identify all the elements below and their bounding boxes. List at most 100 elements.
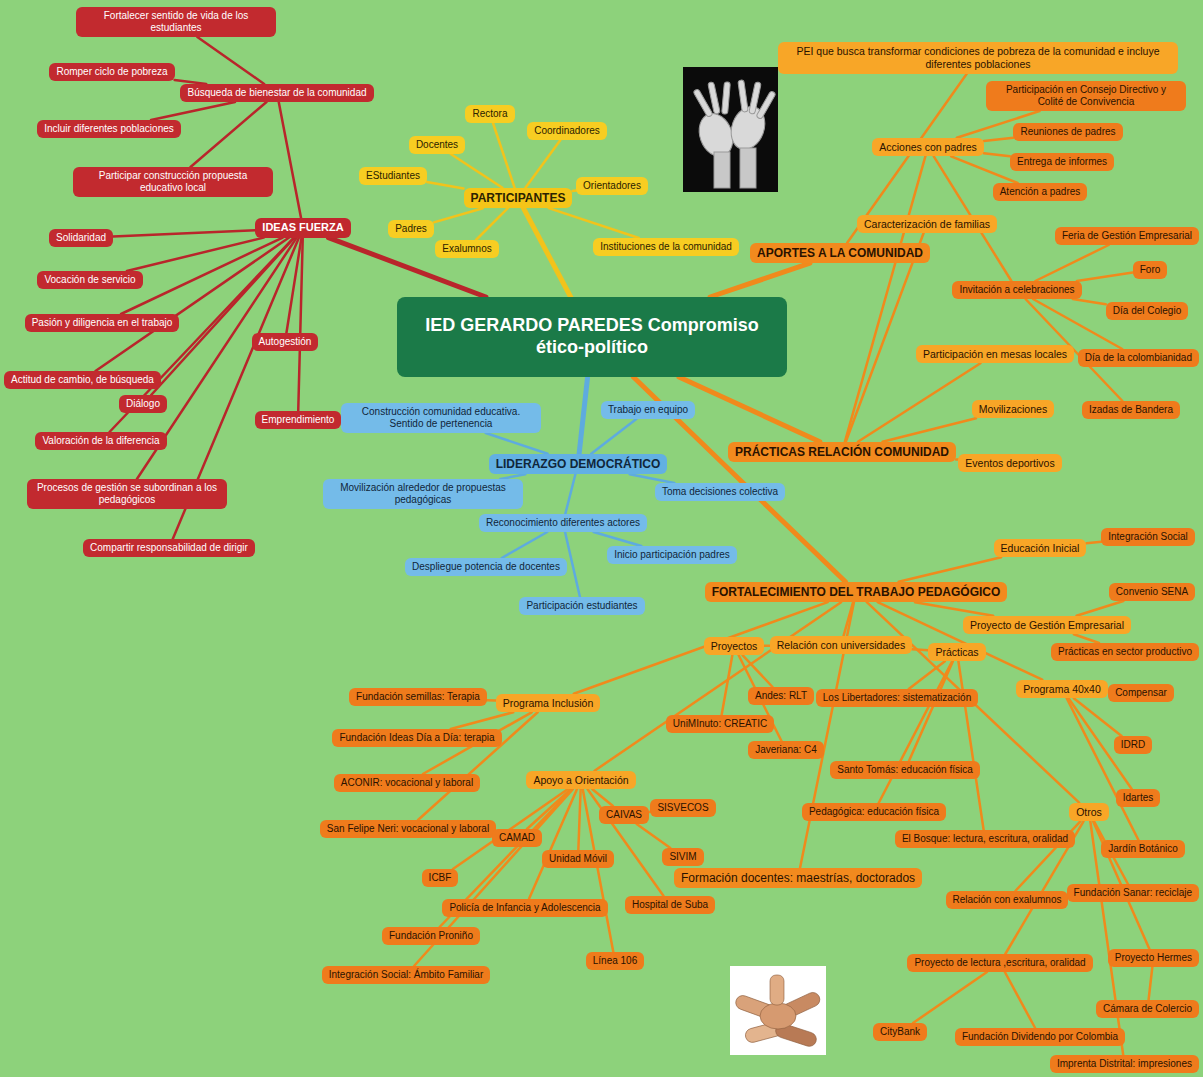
node-text: Reconocimiento diferentes actores xyxy=(486,517,640,529)
idea-box: Vocación de servicio xyxy=(37,271,142,289)
branch-connector xyxy=(1005,972,1035,1028)
node-text: PARTICIPANTES xyxy=(471,191,566,205)
branch-connector xyxy=(679,377,820,442)
node-text: Pedagógica: educación física xyxy=(809,806,939,818)
detail-box: Integración Social: Ámbito Familiar xyxy=(322,966,491,984)
finger xyxy=(738,80,748,113)
branch-connector xyxy=(549,208,639,238)
wrist xyxy=(714,152,730,188)
node-text: Compartir responsabilidad de dirigir xyxy=(90,542,248,554)
node-text: Padres xyxy=(395,223,427,235)
node-text: Relación con universidades xyxy=(777,639,905,652)
detail-box: Entrega de informes xyxy=(1010,153,1114,171)
subtopic-box: Programa Inclusión xyxy=(496,694,600,713)
branch-connector xyxy=(913,972,987,1023)
branch-connector xyxy=(984,153,1010,156)
branch-connector xyxy=(113,230,255,236)
subtopic-box: Formación docentes: maestrías, doctorado… xyxy=(674,868,922,888)
branch-connector xyxy=(1035,245,1108,281)
node-text: Proyectos xyxy=(711,640,758,653)
detail-box: Convenio SENA xyxy=(1109,583,1195,601)
node-text: UniMInuto: CREATIC xyxy=(673,718,767,730)
branch-connector xyxy=(451,154,503,188)
node-text: CAMAD xyxy=(499,832,535,844)
detail-box: Pedagógica: educación física xyxy=(802,803,946,821)
node-text: Participación en Consejo Directivo y Col… xyxy=(993,84,1179,108)
node-text: Pasión y diligencia en el trabajo xyxy=(32,317,173,329)
detail-box: ICBF xyxy=(422,869,459,887)
branch-connector xyxy=(630,474,675,483)
hands-photo-light xyxy=(730,966,826,1055)
node-text: Izadas de Bandera xyxy=(1089,404,1173,416)
branch-connector xyxy=(958,661,983,830)
subtopic-box: Participación en mesas locales xyxy=(916,345,1074,364)
idea-box: Fortalecer sentido de vida de los estudi… xyxy=(76,7,276,37)
node-text: Relación con exalumnos xyxy=(953,894,1062,906)
branch-topic: LIDERAZGO DEMOCRÁTICO xyxy=(489,454,668,474)
leadership-box: Movilización alrededor de propuestas ped… xyxy=(323,479,523,509)
node-text: Rectora xyxy=(472,108,507,120)
detail-box: Javeriana: C4 xyxy=(748,741,824,759)
node-text: Entrega de informes xyxy=(1017,156,1107,168)
node-text: Participación estudiantes xyxy=(526,600,637,612)
branch-connector xyxy=(909,661,953,761)
branch-connector xyxy=(1067,698,1139,840)
detail-box: Idartes xyxy=(1116,789,1161,807)
participant-box: EStudiantes xyxy=(359,167,427,185)
node-text: Fundación Dividendo por Colombia xyxy=(962,1031,1118,1043)
branch-connector xyxy=(286,238,301,333)
participant-box: Coordinadores xyxy=(527,122,607,140)
subtopic-box: PEI que busca transformar condiciones de… xyxy=(778,42,1178,73)
node-text: Docentes xyxy=(416,139,458,151)
node-text: Santo Tomás: educación física xyxy=(837,764,972,776)
node-text: Caracterización de familias xyxy=(864,218,990,231)
detail-box: El Bosque: lectura, escritura, oralidad xyxy=(895,830,1075,848)
branch-connector xyxy=(899,557,1001,582)
detail-box: Línea 106 xyxy=(586,952,645,970)
node-text: Javeriana: C4 xyxy=(755,744,817,756)
branch-connector xyxy=(427,182,464,188)
detail-box: Foro xyxy=(1133,261,1168,279)
idea-box: Pasión y diligencia en el trabajo xyxy=(25,314,180,332)
node-text: Fortalecer sentido de vida de los estudi… xyxy=(83,10,269,34)
branch-connector xyxy=(951,156,1017,183)
participant-box: Docentes xyxy=(409,136,465,154)
detail-box: Los Libertadores: sistematización xyxy=(816,689,978,707)
participant-box: Instituciones de la comunidad xyxy=(593,238,739,256)
node-text: Línea 106 xyxy=(593,955,638,967)
idea-box: Procesos de gestión se subordinan a los … xyxy=(27,479,227,509)
branch-connector xyxy=(883,418,976,442)
branch-connector xyxy=(527,789,571,829)
idea-box: Emprendimiento xyxy=(255,411,342,429)
node-text: Formación docentes: maestrías, doctorado… xyxy=(681,871,915,885)
node-text: Romper ciclo de pobreza xyxy=(56,66,167,78)
detail-box: SIVIM xyxy=(662,848,703,866)
idea-box: Actitud de cambio, de búsqueda xyxy=(4,371,161,389)
detail-box: Proyecto de lectura ,escritura, oralidad xyxy=(907,954,1092,972)
finger xyxy=(749,82,762,115)
detail-box: Prácticas en sector productivo xyxy=(1051,643,1199,661)
detail-box: Andes: RLT xyxy=(748,687,814,705)
detail-box: SISVECOS xyxy=(650,799,715,817)
idea-box: Participar construcción propuesta educat… xyxy=(73,167,273,197)
node-text: EStudiantes xyxy=(366,170,420,182)
node-text: Participación en mesas locales xyxy=(923,348,1067,361)
node-text: Programa Inclusión xyxy=(503,697,593,710)
detail-box: Relación con exalumnos xyxy=(946,891,1069,909)
leadership-box: Inicio participación padres xyxy=(607,546,737,564)
branch-connector xyxy=(298,238,303,411)
node-text: Unidad Móvil xyxy=(549,853,607,865)
node-text: Actitud de cambio, de búsqueda xyxy=(11,374,154,386)
leadership-box: Participación estudiantes xyxy=(519,597,644,615)
node-text: Educación Inicial xyxy=(1001,542,1080,555)
detail-box: San Felipe Neri: vocacional y laboral xyxy=(320,820,496,838)
node-text: Foro xyxy=(1140,264,1161,276)
node-text: Despliegue potencia de docentes xyxy=(412,561,560,573)
idea-box: Búsqueda de bienestar de la comunidad xyxy=(180,84,373,102)
node-text: Construcción comunidad educativa. Sentid… xyxy=(348,406,534,430)
branch-topic: IDEAS FUERZA xyxy=(255,218,350,237)
branch-connector xyxy=(591,419,636,454)
node-text: Orientadores xyxy=(583,180,641,192)
branch-connector xyxy=(451,712,514,729)
leadership-box: Despliegue potencia de docentes xyxy=(405,558,567,576)
